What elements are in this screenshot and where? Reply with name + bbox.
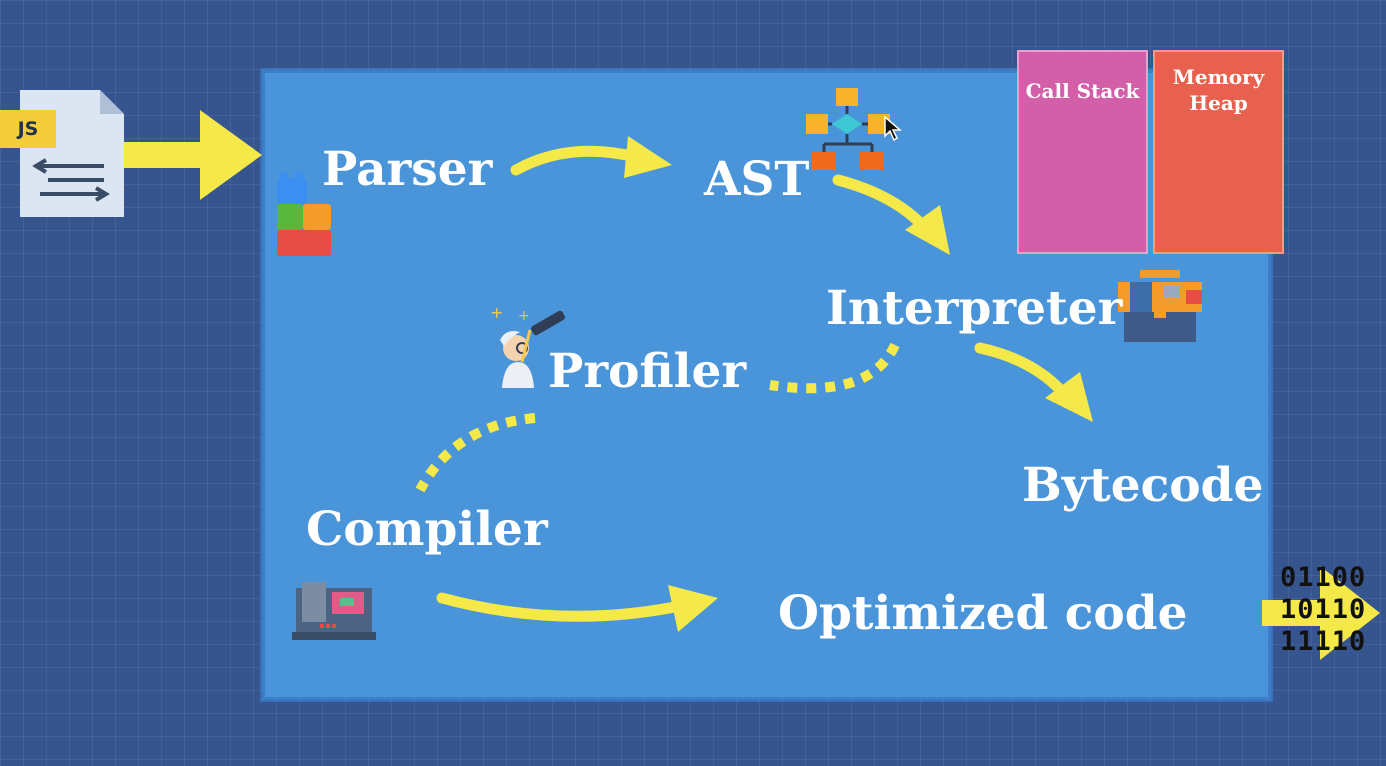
memory-heap-label-2: Heap — [1189, 91, 1248, 115]
interpreter-to-bytecode-arrow — [974, 342, 1071, 401]
binary-line: 10110 — [1280, 594, 1367, 625]
call-stack-label: Call Stack — [1025, 79, 1140, 103]
svg-text:+: + — [518, 308, 530, 324]
interpreter-label: Interpreter — [826, 281, 1123, 336]
svg-text:+: + — [490, 304, 503, 322]
machine-icon — [292, 578, 376, 646]
bytecode-label: Bytecode — [1022, 458, 1264, 513]
toolbox-icon — [1116, 270, 1204, 348]
memory-heap-label-1: Memory — [1172, 65, 1265, 89]
compiler-to-optimized-arrow — [436, 592, 686, 622]
optimized-code-label: Optimized code — [778, 586, 1188, 641]
profiler-label: Profiler — [548, 344, 747, 399]
input-arrow — [122, 110, 262, 200]
ast-to-interpreter-arrow — [832, 174, 931, 234]
ast-label: AST — [704, 152, 810, 207]
profiler-to-compiler-dotted — [415, 413, 536, 493]
interpreter-to-profiler-dotted — [769, 342, 900, 394]
compiler-label: Compiler — [306, 502, 548, 557]
blocks-icon — [275, 172, 335, 262]
scientist-telescope-icon: + + — [486, 303, 570, 394]
binary-line: 01100 — [1280, 562, 1367, 593]
binary-line: 11110 — [1280, 626, 1367, 657]
parser-to-ast-arrow — [510, 145, 646, 176]
memory-heap-box: Memory Heap — [1153, 50, 1284, 254]
flowchart-icon — [806, 88, 892, 176]
output-arrow — [1262, 566, 1380, 660]
mouse-cursor-icon — [884, 115, 903, 146]
call-stack-box: Call Stack — [1017, 50, 1148, 254]
machine-code-binary: 01100 10110 11110 — [1280, 562, 1366, 658]
js-file-icon: JS — [0, 90, 125, 218]
js-badge: JS — [0, 110, 56, 148]
parser-label: Parser — [322, 142, 493, 197]
js-badge-text: JS — [17, 118, 39, 140]
